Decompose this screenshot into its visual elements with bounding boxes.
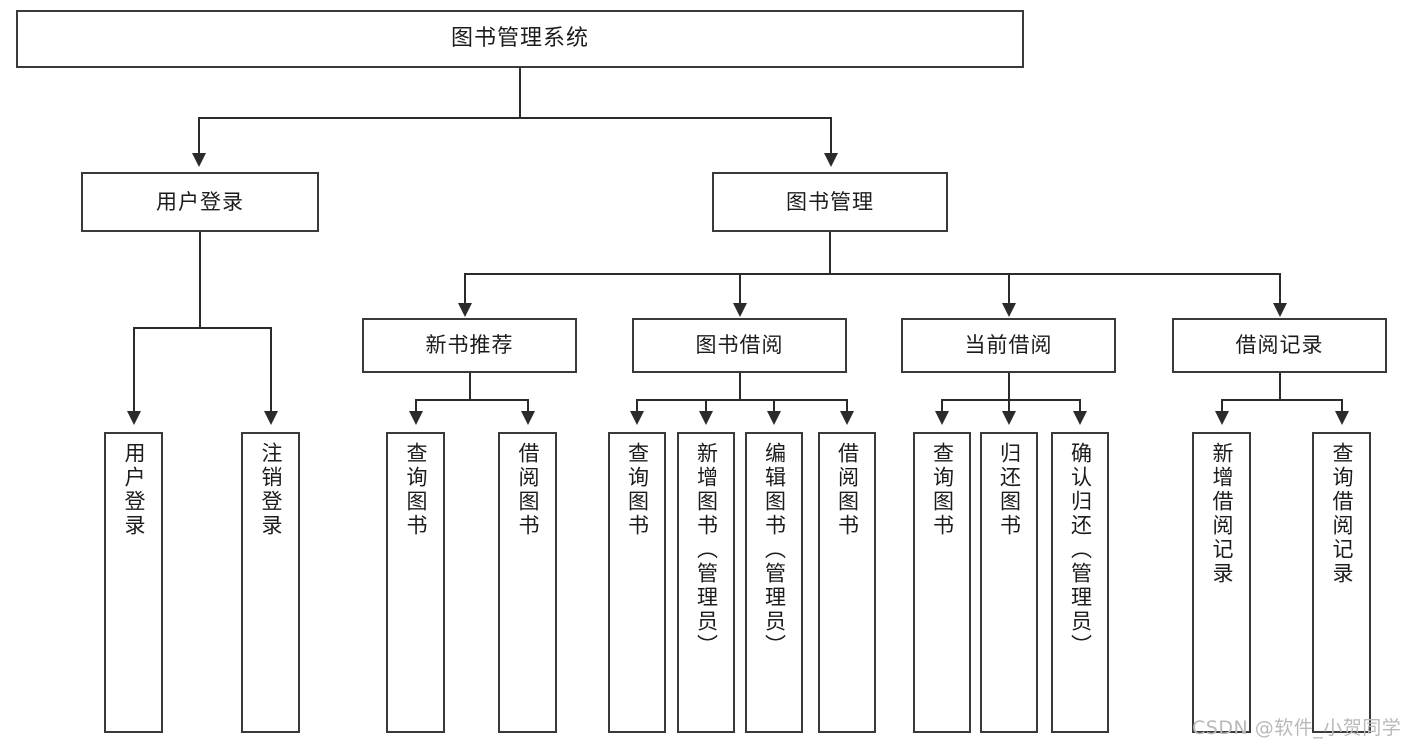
edge-newbook-bus: [415, 399, 529, 401]
edge-userlogin-stem: [199, 232, 201, 328]
edge-borrowrecord-bus: [1221, 399, 1343, 401]
arrow-icon: [1002, 303, 1016, 317]
node-label: 新增借阅记录: [1210, 442, 1234, 586]
arrow-icon: [1273, 303, 1287, 317]
edge-currentborrow-stem: [1008, 373, 1010, 400]
edge-bookmgmt-drop-3: [1008, 273, 1010, 305]
edge-bookmgmt-drop-4: [1279, 273, 1281, 305]
edge-borrowrecord-drop-2: [1341, 399, 1343, 413]
node-label: 用户登录: [156, 189, 244, 214]
edge-root-drop-2: [830, 117, 832, 155]
node-root-system[interactable]: 图书管理系统: [16, 10, 1024, 68]
node-label: 当前借阅: [964, 333, 1053, 358]
arrow-icon: [458, 303, 472, 317]
arrow-icon: [192, 153, 206, 167]
leaf-add-borrow-record[interactable]: 新增借阅记录: [1192, 432, 1251, 733]
edge-newbook-stem: [469, 373, 471, 400]
node-book-management[interactable]: 图书管理: [712, 172, 948, 232]
leaf-query-book-recommend[interactable]: 查询图书: [386, 432, 445, 733]
node-label: 借阅记录: [1235, 333, 1324, 358]
arrow-icon: [1002, 411, 1016, 425]
edge-userlogin-drop-1: [133, 327, 135, 413]
node-label: 借阅图书: [516, 442, 540, 538]
edge-currentborrow-drop-3: [1079, 399, 1081, 413]
node-label: 图书管理系统: [450, 26, 589, 52]
node-label: 查询图书: [930, 442, 955, 538]
edge-bookborrow-drop-3: [773, 399, 775, 413]
leaf-query-book-current[interactable]: 查询图书: [913, 432, 971, 733]
leaf-query-borrow-record[interactable]: 查询借阅记录: [1312, 432, 1371, 733]
leaf-query-book-borrow[interactable]: 查询图书: [608, 432, 666, 733]
edge-root-drop-1: [198, 117, 200, 155]
leaf-confirm-return-admin[interactable]: 确认归还（管理员）: [1051, 432, 1109, 733]
leaf-add-book-admin[interactable]: 新增图书（管理员）: [677, 432, 735, 733]
edge-currentborrow-bus: [941, 399, 1081, 401]
edge-bookmgmt-bus: [464, 273, 1280, 275]
node-label: 注销登录: [259, 442, 283, 538]
leaf-borrow-book-recommend[interactable]: 借阅图书: [498, 432, 557, 733]
edge-currentborrow-drop-2: [1008, 399, 1010, 413]
leaf-logout[interactable]: 注销登录: [241, 432, 300, 733]
arrow-icon: [733, 303, 747, 317]
arrow-icon: [264, 411, 278, 425]
leaf-borrow-book[interactable]: 借阅图书: [818, 432, 876, 733]
leaf-user-login[interactable]: 用户登录: [104, 432, 163, 733]
node-label: 归还图书: [997, 442, 1022, 538]
arrow-icon: [409, 411, 423, 425]
node-user-login[interactable]: 用户登录: [81, 172, 319, 232]
node-label: 借阅图书: [835, 442, 860, 538]
node-book-borrow[interactable]: 图书借阅: [632, 318, 847, 373]
node-borrow-record[interactable]: 借阅记录: [1172, 318, 1387, 373]
node-new-book-recommend[interactable]: 新书推荐: [362, 318, 577, 373]
arrow-icon: [840, 411, 854, 425]
edge-root-bus: [198, 117, 832, 119]
edge-bookborrow-bus: [636, 399, 848, 401]
edge-bookborrow-drop-1: [636, 399, 638, 413]
arrow-icon: [521, 411, 535, 425]
edge-currentborrow-drop-1: [941, 399, 943, 413]
edge-borrowrecord-stem: [1279, 373, 1281, 400]
node-label: 确认归还（管理员）: [1068, 442, 1093, 658]
edge-userlogin-drop-2: [270, 327, 272, 413]
arrow-icon: [699, 411, 713, 425]
edge-userlogin-bus: [133, 327, 271, 329]
arrow-icon: [824, 153, 838, 167]
arrow-icon: [767, 411, 781, 425]
node-label: 用户登录: [122, 442, 146, 538]
node-label: 查询借阅记录: [1330, 442, 1354, 586]
edge-bookborrow-drop-2: [705, 399, 707, 413]
edge-newbook-drop-1: [415, 399, 417, 413]
edge-root-stem: [519, 68, 521, 118]
edge-bookmgmt-drop-1: [464, 273, 466, 305]
arrow-icon: [1073, 411, 1087, 425]
arrow-icon: [630, 411, 644, 425]
node-label: 查询图书: [404, 442, 428, 538]
edge-newbook-drop-2: [527, 399, 529, 413]
edge-bookborrow-stem: [739, 373, 741, 400]
node-label: 编辑图书（管理员）: [762, 442, 787, 658]
edge-bookmgmt-stem: [829, 232, 831, 274]
node-label: 图书管理: [786, 189, 874, 214]
leaf-return-book[interactable]: 归还图书: [980, 432, 1038, 733]
edge-bookborrow-drop-4: [846, 399, 848, 413]
arrow-icon: [127, 411, 141, 425]
edge-borrowrecord-drop-1: [1221, 399, 1223, 413]
node-label: 图书借阅: [695, 333, 784, 358]
node-current-borrow[interactable]: 当前借阅: [901, 318, 1116, 373]
node-label: 新增图书（管理员）: [694, 442, 719, 658]
arrow-icon: [1335, 411, 1349, 425]
arrow-icon: [935, 411, 949, 425]
watermark-text: CSDN @软件_小贺同学: [1192, 717, 1402, 739]
node-label: 查询图书: [625, 442, 650, 538]
node-label: 新书推荐: [425, 333, 514, 358]
edge-bookmgmt-drop-2: [739, 273, 741, 305]
arrow-icon: [1215, 411, 1229, 425]
leaf-edit-book-admin[interactable]: 编辑图书（管理员）: [745, 432, 803, 733]
